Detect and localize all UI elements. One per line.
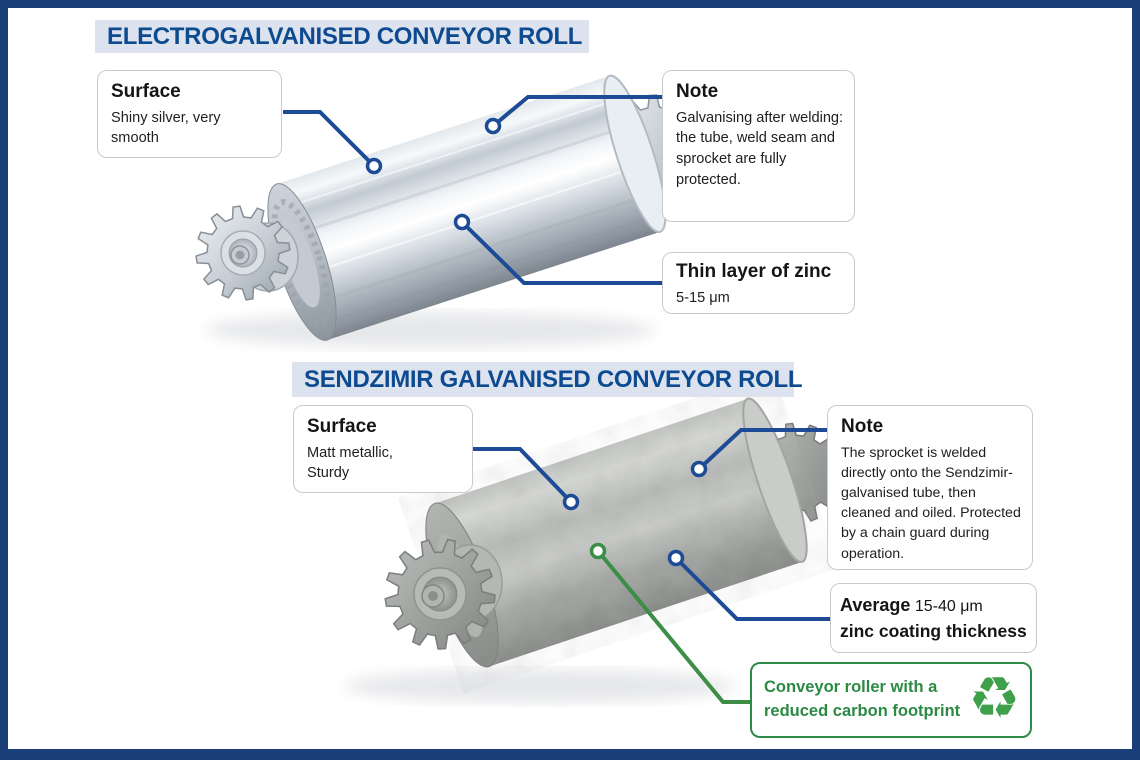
roller2-end-cap <box>742 397 808 564</box>
callout-surface-2-body: Matt metallic, Sturdy <box>307 444 393 482</box>
anchor-dot-note-1 <box>484 117 502 135</box>
callout-zinc-1: Thin layer of zinc 5-15 μm <box>662 252 855 314</box>
anchor-dot-zinc-1 <box>453 213 471 231</box>
callout-note-1-title: Note <box>676 81 719 102</box>
roller1-end-cap <box>603 74 667 234</box>
callout-surface-2: Surface Matt metallic, Sturdy <box>293 405 473 493</box>
anchor-dot-surface-2 <box>562 493 580 511</box>
roller2-texture <box>434 398 803 667</box>
callout-surface-2-title: Surface <box>307 416 377 437</box>
callout-note-2: Note The sprocket is welded directly ont… <box>827 405 1033 570</box>
roller1-electrogalvanised <box>195 74 709 341</box>
callout-average-2-line2: zinc coating thickness <box>840 621 1027 641</box>
section1-title: ELECTROGALVANISED CONVEYOR ROLL <box>95 20 589 53</box>
connector-surface-2 <box>473 447 573 504</box>
anchor-dot-note-2 <box>690 460 708 478</box>
callout-eco-2-text: Conveyor roller with a reduced carbon fo… <box>764 678 961 720</box>
connector-average-2 <box>674 556 830 621</box>
callout-surface-1-title: Surface <box>111 81 181 102</box>
callout-average-2-value: 15-40 μm <box>914 598 983 615</box>
anchor-dot-surface-1 <box>365 157 383 175</box>
roller2-sendzimir <box>384 397 846 668</box>
recycle-icon: ♻ <box>968 664 1021 732</box>
callout-note-2-body: The sprocket is welded directly onto the… <box>841 444 1021 562</box>
anchor-dot-average-2 <box>667 549 685 567</box>
callout-note-1-body: Galvanising after welding: the tube, wel… <box>676 109 844 188</box>
callout-zinc-1-body: 5-15 μm <box>676 289 730 306</box>
anchor-dot-eco-2 <box>589 542 607 560</box>
connector-note-2 <box>697 428 827 471</box>
roller1-tube <box>276 75 661 340</box>
callout-zinc-1-title: Thin layer of zinc <box>676 261 832 282</box>
callout-average-2: Average 15-40 μm zinc coating thickness <box>830 583 1037 653</box>
callout-note-2-title: Note <box>841 416 884 437</box>
connector-eco-2 <box>596 549 750 704</box>
callout-surface-1-body: Shiny silver, very smooth <box>111 109 221 147</box>
connector-note-1 <box>491 95 662 128</box>
connector-zinc-1 <box>460 220 662 285</box>
roller2-shadow <box>345 669 735 703</box>
section2-title: SENDZIMIR GALVANISED CONVEYOR ROLL <box>292 362 803 397</box>
callout-surface-1: Surface Shiny silver, very smooth <box>97 70 282 158</box>
callout-average-2-line1: Average 15-40 μm <box>840 592 1027 619</box>
callout-average-2-label: Average <box>840 595 911 615</box>
callout-eco-2: Conveyor roller with a reduced carbon fo… <box>750 662 1032 738</box>
connector-surface-1 <box>283 110 376 168</box>
callout-note-1: Note Galvanising after welding: the tube… <box>662 70 855 222</box>
